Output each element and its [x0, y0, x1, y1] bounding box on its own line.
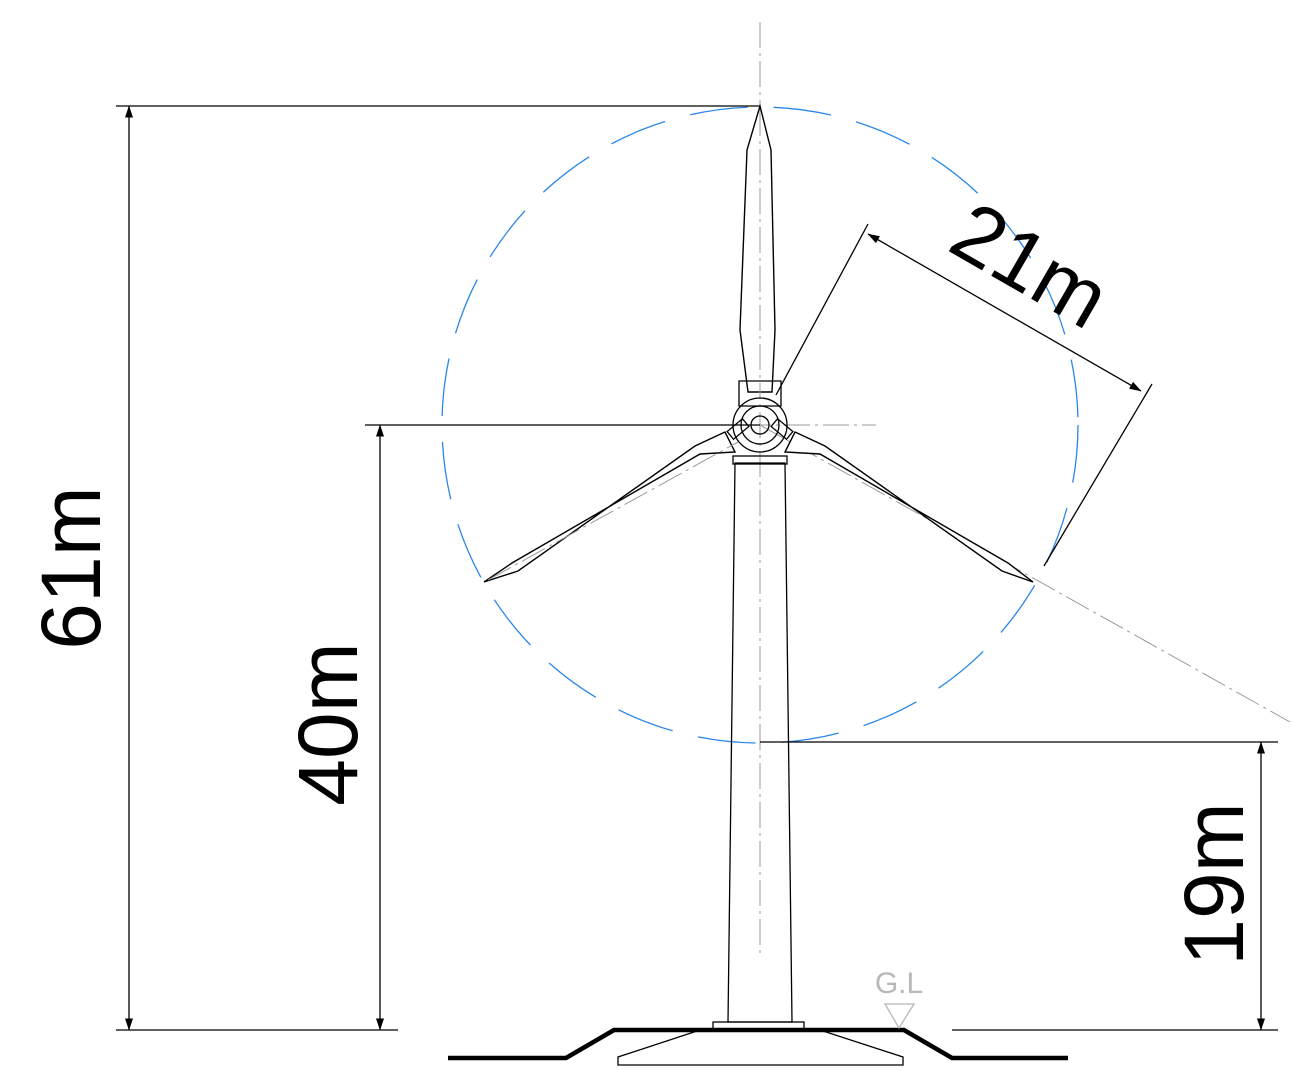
- ground-level-label: G.L: [875, 967, 923, 1000]
- rotor-swept-circle: [441, 106, 1079, 744]
- dimension-rotor-radius: 21m: [775, 183, 1153, 567]
- ground-and-foundation: [448, 1027, 1278, 1066]
- ground-level-marker: G.L: [875, 967, 923, 1030]
- blade-right-root-bracket: [770, 417, 794, 441]
- ground-line-profile: [448, 1027, 1068, 1061]
- tower-top-flange: [732, 455, 788, 465]
- blade-left-axis: [487, 441, 739, 581]
- centerlines: [706, 22, 1291, 955]
- blade-axis-extension-centerline: [759, 424, 1291, 723]
- dimension-hub-height: 40m: [281, 424, 760, 1031]
- total-height-label: 61m: [24, 486, 118, 649]
- blade-top: [739, 103, 776, 393]
- blade-right: [783, 431, 1034, 583]
- hub-height-label: 40m: [281, 642, 375, 805]
- ground-clearance-label: 19m: [1167, 802, 1261, 965]
- dimension-total-height: 61m: [24, 105, 760, 1031]
- blades: [483, 103, 1034, 583]
- extension-line-hub-radial: [775, 223, 869, 396]
- tower: [712, 455, 805, 1031]
- foundation-pad: [617, 1029, 904, 1066]
- dimension-line-rotor-radius: [867, 233, 1142, 392]
- extension-line-blade-tip-radial: [1043, 383, 1153, 567]
- ground-level-triangle-icon: [883, 1003, 916, 1030]
- blade-left: [483, 431, 737, 583]
- blade-left-root-bracket: [726, 417, 750, 441]
- blade-top-root-bracket: [738, 380, 782, 407]
- dimension-ground-clearance: 19m: [760, 741, 1278, 1031]
- rotor-radius-label: 21m: [936, 183, 1125, 346]
